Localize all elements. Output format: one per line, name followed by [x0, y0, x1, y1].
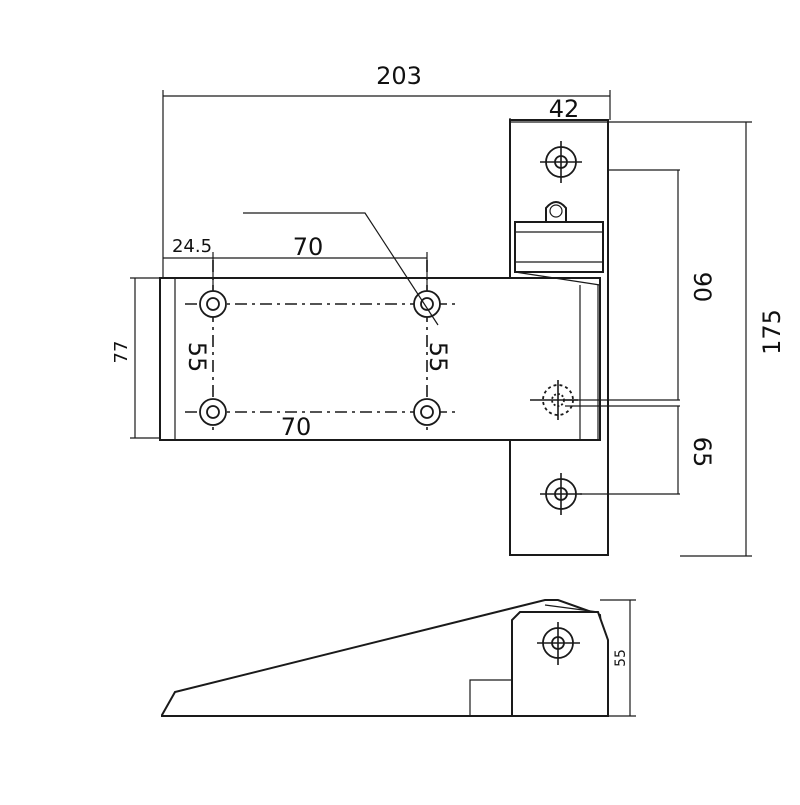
arm-hole-bottom-left: [199, 398, 227, 426]
dim-arm-height: 77: [111, 341, 132, 364]
plate-hole-lower: [540, 473, 582, 515]
arm-hole-top-left: [199, 290, 227, 318]
dim-upper-to-pivot: 90: [688, 272, 716, 303]
dim-plate-width: 42: [549, 95, 580, 123]
dim-hole-spacing-bottom: 70: [281, 413, 312, 441]
top-view: 203 42 175 90 65 24.5 70 70 55 55: [111, 62, 786, 557]
dim-overall-height: 175: [758, 309, 786, 355]
dim-overall-width: 203: [376, 62, 422, 90]
side-view: 55: [161, 599, 636, 717]
dim-hole-spacing-right: 55: [424, 342, 452, 373]
dim-left-offset: 24.5: [172, 236, 212, 257]
dim-hole-spacing-left: 55: [183, 342, 211, 373]
dim-pivot-to-lower: 65: [688, 437, 716, 468]
hinge-knuckle: [514, 221, 604, 273]
leader-line: [243, 212, 439, 326]
plate-hole-upper: [540, 141, 582, 183]
dim-side-height: 55: [613, 649, 629, 667]
side-hole: [537, 622, 580, 665]
arm-hole-bottom-right: [413, 398, 441, 426]
dim-hole-spacing-top: 70: [293, 233, 324, 261]
